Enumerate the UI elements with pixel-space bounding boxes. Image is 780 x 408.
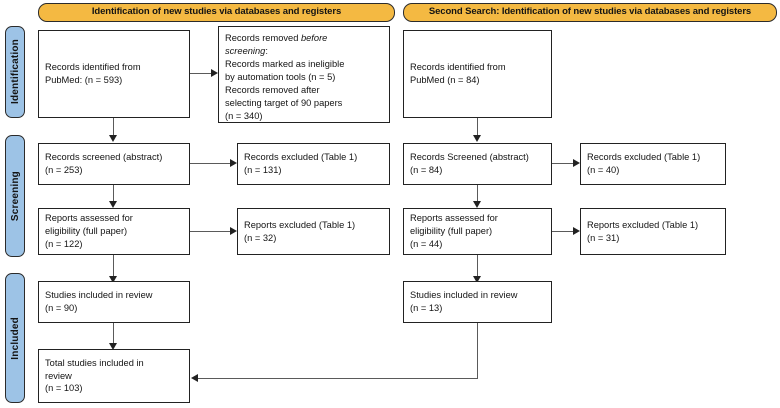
connector-screened-to-reports xyxy=(113,185,115,202)
arrowhead-right xyxy=(211,69,218,77)
stage-label: Screening xyxy=(9,170,21,222)
connector-included-to-total xyxy=(113,323,115,345)
arrowhead-right xyxy=(230,227,237,235)
arrowhead-down xyxy=(109,276,117,283)
box-text: Reports excluded (Table 1)(n = 32) xyxy=(244,219,356,243)
arrowhead-down xyxy=(109,343,117,350)
arrowhead-right xyxy=(573,159,580,167)
arrowhead-right xyxy=(573,227,580,235)
connector-reports-to-included-right xyxy=(477,255,479,277)
connector-screened-to-reports-right xyxy=(477,185,479,202)
box-studies-included-primary: Studies included in review(n = 90) xyxy=(38,281,190,323)
connector-screened-to-excluded-right xyxy=(552,163,573,165)
arrowhead-down xyxy=(109,135,117,142)
connector-identified-to-screened-right xyxy=(477,118,479,136)
stage-label: Included xyxy=(9,316,21,360)
connector-identified-to-screened xyxy=(113,118,115,136)
banner-identification-second-search: Second Search: Identification of new stu… xyxy=(403,3,777,22)
connector-screened-to-excluded xyxy=(190,163,230,165)
box-records-screened-primary: Records screened (abstract)(n = 253) xyxy=(38,143,190,185)
arrowhead-down xyxy=(473,135,481,142)
arrowhead-down xyxy=(109,201,117,208)
connector-elbow-vertical xyxy=(477,323,479,379)
arrowhead-right xyxy=(230,159,237,167)
box-studies-included-second-search: Studies included in review(n = 13) xyxy=(403,281,552,323)
connector-elbow-horizontal xyxy=(198,378,478,380)
box-records-excluded-abstract-second-search: Records excluded (Table 1)(n = 40) xyxy=(580,143,726,185)
arrowhead-down xyxy=(473,201,481,208)
banner-label: Second Search: Identification of new stu… xyxy=(428,6,752,18)
box-text: Records excluded (Table 1)(n = 131) xyxy=(244,152,358,175)
connector-reports-to-included xyxy=(113,255,115,277)
box-text: Reports excluded (Table 1)(n = 31) xyxy=(587,219,699,243)
banner-identification-primary: Identification of new studies via databa… xyxy=(38,3,395,22)
box-reports-excluded-second-search: Reports excluded (Table 1)(n = 31) xyxy=(580,208,726,255)
box-text: Records Screened (abstract)(n = 84) xyxy=(410,152,529,175)
connector-reports-to-excluded-right xyxy=(552,231,573,233)
box-text: Studies included in review(n = 90) xyxy=(45,290,153,313)
connector-identified-to-removed xyxy=(190,73,211,75)
box-records-excluded-abstract-primary: Records excluded (Table 1)(n = 131) xyxy=(237,143,390,185)
box-reports-excluded-primary: Reports excluded (Table 1)(n = 32) xyxy=(237,208,390,255)
box-text: Records screened (abstract)(n = 253) xyxy=(45,152,163,175)
stage-pill-included: Included xyxy=(5,273,25,403)
arrowhead-down xyxy=(473,276,481,283)
stage-pill-screening: Screening xyxy=(5,135,25,257)
arrowhead-left xyxy=(191,374,198,382)
stage-pill-identification: Identification xyxy=(5,26,25,118)
box-text: Records excluded (Table 1)(n = 40) xyxy=(587,152,701,175)
banner-label: Identification of new studies via databa… xyxy=(91,6,342,18)
stage-label: Identification xyxy=(9,39,21,105)
box-text: Studies included in review(n = 13) xyxy=(410,290,518,313)
connector-reports-to-excluded xyxy=(190,231,230,233)
box-records-screened-second-search: Records Screened (abstract)(n = 84) xyxy=(403,143,552,185)
